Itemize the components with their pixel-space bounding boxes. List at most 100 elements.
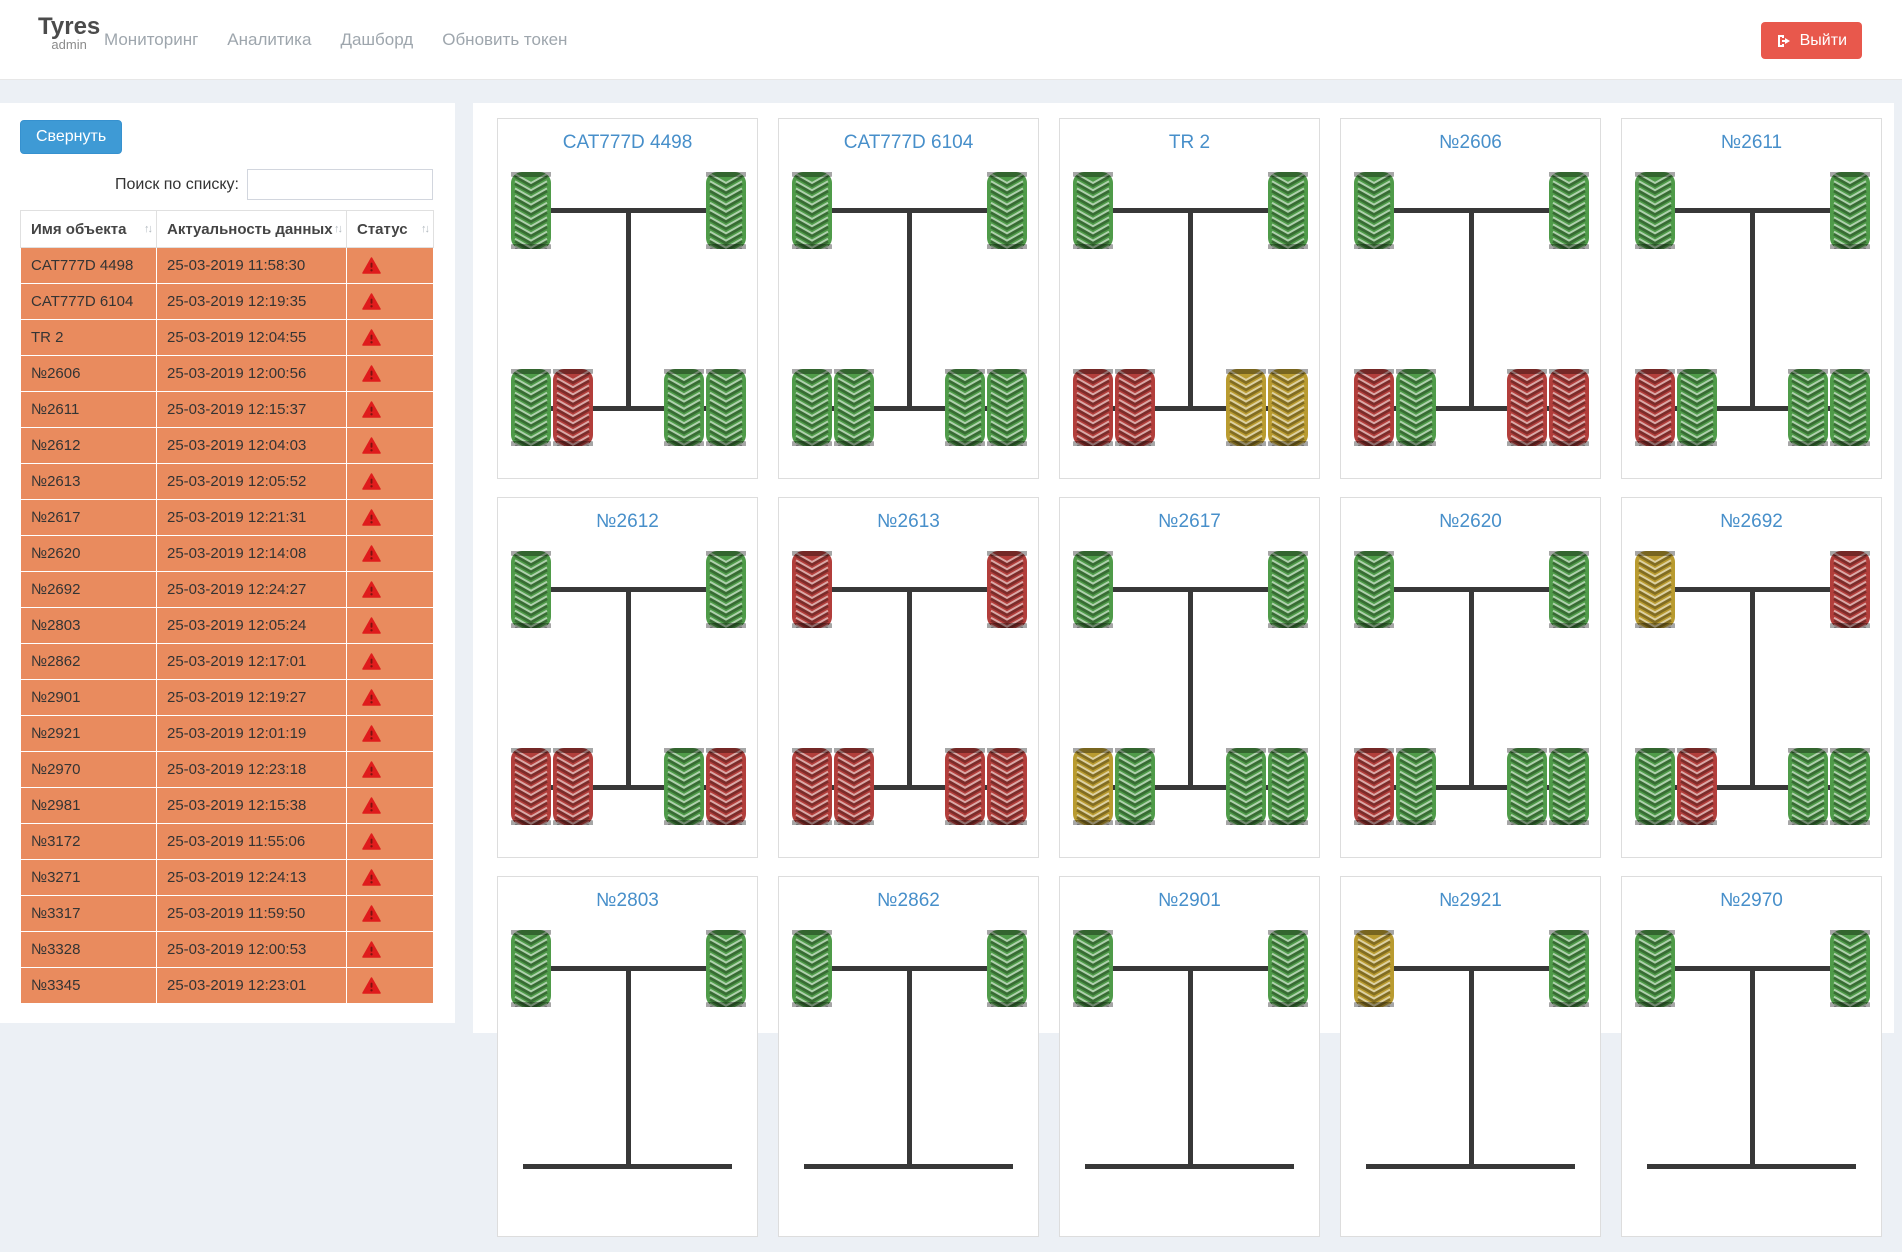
tire-icon[interactable] [1507,748,1547,825]
collapse-button[interactable]: Свернуть [20,120,123,154]
tire-icon[interactable] [1354,369,1394,446]
tire-icon[interactable] [1549,172,1589,249]
search-input[interactable] [247,169,433,200]
tire-icon[interactable] [1549,748,1589,825]
tire-icon[interactable] [1354,748,1394,825]
tire-icon[interactable] [1115,369,1155,446]
tire-icon[interactable] [987,172,1027,249]
tire-icon[interactable] [1549,930,1589,1007]
vehicle-card-title[interactable]: №2970 [1720,890,1783,911]
tire-icon[interactable] [792,369,832,446]
tire-icon[interactable] [1549,551,1589,628]
nav-link-3[interactable]: Дашборд [340,30,414,49]
tire-icon[interactable] [1677,748,1717,825]
tire-icon[interactable] [1115,748,1155,825]
tire-icon[interactable] [706,748,746,825]
tire-icon[interactable] [792,930,832,1007]
tire-icon[interactable] [1507,369,1547,446]
vehicle-card-title[interactable]: №2862 [877,890,940,911]
tire-icon[interactable] [945,748,985,825]
tire-icon[interactable] [987,748,1027,825]
tire-icon[interactable] [834,748,874,825]
tire-icon[interactable] [664,369,704,446]
tire-icon[interactable] [1073,748,1113,825]
tire-icon[interactable] [706,369,746,446]
vehicle-card-title[interactable]: №2613 [877,511,940,532]
tire-icon[interactable] [1635,930,1675,1007]
tire-icon[interactable] [511,369,551,446]
tire-icon[interactable] [1830,172,1870,249]
tire-icon[interactable] [1268,748,1308,825]
tire-icon[interactable] [1830,930,1870,1007]
tire-icon[interactable] [1788,369,1828,446]
tire-icon[interactable] [1354,172,1394,249]
tire-icon[interactable] [1635,551,1675,628]
tire-icon[interactable] [1677,369,1717,446]
tire-icon[interactable] [664,748,704,825]
tire-icon[interactable] [987,551,1027,628]
tire-icon[interactable] [1073,172,1113,249]
tire-icon[interactable] [1073,369,1113,446]
vehicle-card-title[interactable]: №2617 [1158,511,1221,532]
tire-icon[interactable] [1549,369,1589,446]
tire-icon[interactable] [1268,551,1308,628]
tire-icon[interactable] [1396,748,1436,825]
header-status[interactable]: Статус↑↓ [346,210,434,248]
tire-icon[interactable] [1635,172,1675,249]
tire-icon[interactable] [511,930,551,1007]
vehicle-card-title[interactable]: №2901 [1158,890,1221,911]
vehicle-card-title[interactable]: TR 2 [1168,132,1211,153]
vehicle-card-title[interactable]: №2611 [1720,132,1783,153]
tire-icon[interactable] [706,551,746,628]
vehicle-card-title[interactable]: №2606 [1439,132,1502,153]
tire-icon[interactable] [945,369,985,446]
tire-icon[interactable] [792,551,832,628]
tire-icon[interactable] [1073,551,1113,628]
tire-icon[interactable] [1830,369,1870,446]
tire-icon[interactable] [1073,930,1113,1007]
tire-icon[interactable] [1635,748,1675,825]
vehicle-card-title[interactable]: №2612 [596,511,659,532]
tire-icon[interactable] [1226,369,1266,446]
tire-icon[interactable] [553,369,593,446]
tire-icon[interactable] [987,930,1027,1007]
nav-link-2[interactable]: Аналитика [227,30,312,49]
vehicle-card-title[interactable]: CAT777D 4498 [562,132,693,153]
header-data-freshness[interactable]: Актуальность данных↑↓ [156,210,347,248]
tire-icon[interactable] [792,748,832,825]
vehicle-card-title[interactable]: CAT777D 6104 [843,132,974,153]
header-object-name[interactable]: Имя объекта↑↓ [20,210,157,248]
vehicle-card-title[interactable]: №2803 [596,890,659,911]
vehicle-card-title[interactable]: №2921 [1439,890,1502,911]
tire-icon[interactable] [1396,369,1436,446]
tire-icon[interactable] [1268,930,1308,1007]
tire-icon[interactable] [1226,748,1266,825]
tire-icon[interactable] [553,748,593,825]
tire-icon[interactable] [792,172,832,249]
tire-icon[interactable] [1268,172,1308,249]
tire-icon[interactable] [1830,551,1870,628]
vehicle-card-title[interactable]: №2692 [1720,511,1783,532]
tire-icon[interactable] [1354,551,1394,628]
nav-link-1[interactable]: Мониторинг [104,30,199,49]
tire-icon[interactable] [1830,748,1870,825]
